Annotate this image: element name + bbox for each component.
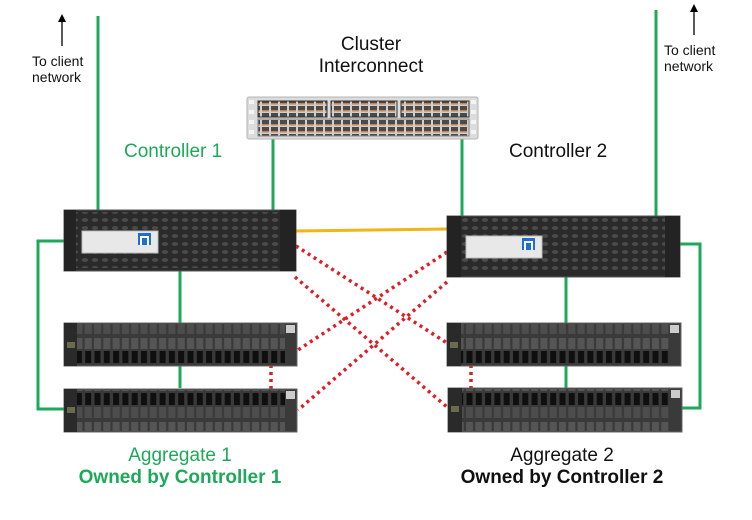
link-ctrl1-shelf2a [295,244,448,345]
shelf-2b [447,387,683,433]
link-ctrl2-shelf1a [297,250,448,352]
link-ctrl1-shelf2b [293,275,449,409]
client-network-label-right: To client network [664,42,715,74]
controller-2-label: Controller 2 [509,141,608,162]
link-ctrl2-shelf1b [296,280,449,412]
client-network-label-left: To client network [32,53,83,85]
aggregate-owner: Owned by Controller 1 [78,466,282,488]
link-ctrl1-shelf1b [36,239,64,411]
shelf-1b [63,388,298,433]
aggregate-owner: Owned by Controller 2 [460,466,664,488]
label-line: Cluster [340,34,402,55]
client-arrow-right [690,4,698,35]
label-line: network [664,58,714,75]
label-line: To client [32,53,84,69]
netapp-logo-icon [522,238,535,250]
cluster-switch [246,96,479,140]
cluster-interconnect-label: Cluster Interconnect [296,34,446,78]
aggregate-name: Aggregate 1 [128,445,232,466]
label-line: To client [664,42,716,58]
aggregate-name: Aggregate 2 [510,445,614,466]
label-line: Interconnect [318,55,424,77]
arrow-up-icon [58,14,66,22]
aggregate-1-label: Aggregate 1 Owned by Controller 1 [70,445,290,489]
netapp-logo-icon [138,233,151,245]
arrow-up-icon [690,4,698,12]
controller-1 [63,209,297,272]
aggregate-2-label: Aggregate 2 Owned by Controller 2 [452,445,672,489]
link-ha-interconnect [294,227,449,233]
client-arrow-left [58,14,66,46]
label-line: network [32,69,82,86]
failover-links [269,244,473,412]
shelf-2a [446,322,682,367]
controller-1-label: Controller 1 [124,141,223,162]
controller-2 [446,215,681,278]
shelf-1a [63,322,298,367]
green-links [36,10,702,411]
link-ctrl2-shelf2b [680,242,702,410]
